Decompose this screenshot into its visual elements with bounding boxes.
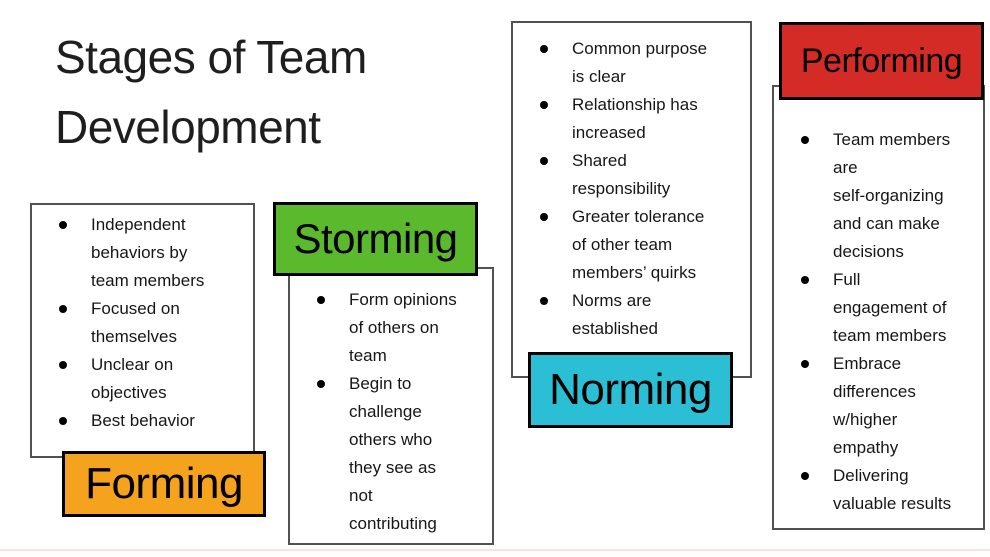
bullet-icon (540, 101, 548, 109)
page-title: Stages of Team Development (55, 31, 367, 153)
bullet-icon (801, 276, 809, 284)
bullet-icon (59, 305, 67, 313)
bullet-icon (540, 45, 548, 53)
list-item: Common purpose is clear (540, 35, 742, 91)
bullet-text: Full engagement of team members (833, 270, 947, 345)
stage-label-storming: Storming (273, 202, 478, 276)
bullet-icon (59, 221, 67, 229)
norming-bullets-box: Common purpose is clear Relationship has… (511, 21, 752, 378)
bullet-text: Team members are self-organizing and can… (833, 130, 951, 261)
bullet-text: Shared responsibility (572, 151, 671, 198)
bullet-icon (801, 360, 809, 368)
stage-label-text: Performing (800, 41, 963, 80)
list-item: Relationship has increased (540, 91, 742, 147)
list-item: Full engagement of team members (801, 266, 975, 350)
norming-bullet-list: Common purpose is clear Relationship has… (513, 23, 750, 343)
stage-label-performing: Performing (779, 22, 984, 100)
storming-bullets-box: Form opinions of others on team Begin to… (288, 267, 494, 545)
bullet-text: Embrace differences w/higher empathy (833, 354, 916, 457)
bullet-icon (801, 472, 809, 480)
bullet-icon (540, 213, 548, 221)
list-item: Shared responsibility (540, 147, 742, 203)
bullet-icon (59, 417, 67, 425)
list-item: Begin to challenge others who they see a… (317, 370, 484, 538)
stage-label-norming: Norming (528, 352, 733, 428)
stage-label-forming: Forming (62, 451, 266, 517)
stage-label-text: Norming (549, 365, 712, 414)
bullet-text: Best behavior (91, 411, 195, 430)
slide-bottom-divider (0, 549, 990, 551)
list-item: Delivering valuable results (801, 462, 975, 518)
storming-bullet-list: Form opinions of others on team Begin to… (290, 269, 492, 538)
performing-bullet-list: Team members are self-organizing and can… (774, 87, 983, 518)
forming-bullet-list: Independent behaviors by team members Fo… (32, 205, 253, 435)
list-item: Team members are self-organizing and can… (801, 126, 975, 266)
list-item: Greater tolerance of other team members’… (540, 203, 742, 287)
bullet-icon (317, 296, 325, 304)
list-item: Norms are established (540, 287, 742, 343)
bullet-text: Norms are established (572, 291, 659, 338)
list-item: Unclear on objectives (59, 351, 245, 407)
list-item: Form opinions of others on team (317, 286, 484, 370)
bullet-text: Independent behaviors by team members (91, 215, 205, 290)
bullet-icon (540, 157, 548, 165)
bullet-text: Begin to challenge others who they see a… (349, 374, 437, 533)
bullet-text: Form opinions of others on team (349, 290, 457, 365)
bullet-text: Delivering valuable results (833, 466, 952, 513)
bullet-icon (801, 136, 809, 144)
list-item: Independent behaviors by team members (59, 211, 245, 295)
bullet-text: Greater tolerance of other team members’… (572, 207, 705, 282)
performing-bullets-box: Team members are self-organizing and can… (772, 85, 985, 530)
bullet-text: Unclear on objectives (91, 355, 174, 402)
stage-label-text: Forming (85, 459, 243, 508)
bullet-icon (59, 361, 67, 369)
stage-label-text: Storming (293, 215, 458, 262)
bullet-icon (317, 380, 325, 388)
bullet-text: Focused on themselves (91, 299, 180, 346)
forming-bullets-box: Independent behaviors by team members Fo… (30, 203, 255, 458)
list-item: Embrace differences w/higher empathy (801, 350, 975, 462)
bullet-text: Common purpose is clear (572, 39, 708, 86)
list-item: Focused on themselves (59, 295, 245, 351)
list-item: Best behavior (59, 407, 245, 435)
bullet-text: Relationship has increased (572, 95, 698, 142)
bullet-icon (540, 297, 548, 305)
